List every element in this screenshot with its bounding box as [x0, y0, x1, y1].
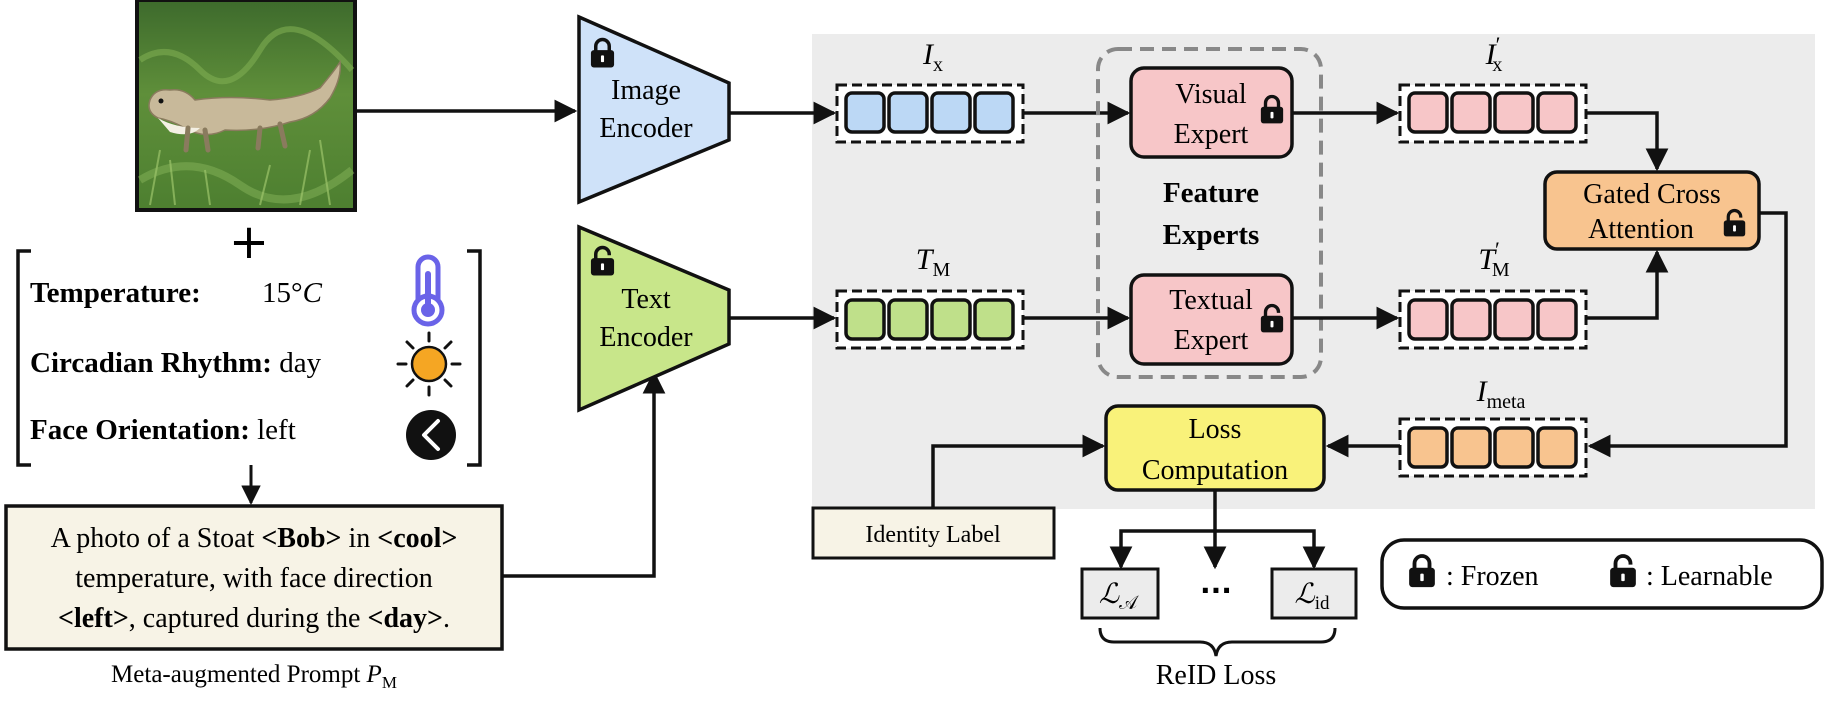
tm-prime-label: T′M: [1478, 237, 1510, 281]
text-encoder: [577, 224, 731, 413]
imeta-label: Imeta: [1476, 375, 1526, 413]
identity-label-box: [811, 506, 1056, 560]
identity-label: Identity Label: [865, 522, 1001, 548]
feature-experts-label-2: Experts: [1163, 219, 1260, 251]
temperature-value: 15°C: [262, 277, 323, 309]
prompt-caption: Meta-augmented Prompt PM: [111, 661, 397, 692]
image-encoder-label-1: Image: [611, 75, 681, 106]
loss-term-a: [1080, 567, 1160, 620]
gca-label-2: Attention: [1588, 214, 1694, 245]
loss-label-2: Computation: [1142, 455, 1288, 486]
image-encoder: [577, 14, 731, 205]
ix-prime-label: I′x: [1485, 32, 1503, 76]
image-encoder-label-2: Encoder: [599, 113, 693, 144]
stoat-photo: [135, 0, 357, 212]
token-group-ix-prime: [1398, 83, 1588, 144]
textual-expert-label-1: Textual: [1169, 285, 1253, 316]
loss-term-a-label: ℒ𝒜: [1099, 579, 1139, 614]
token-group-imeta: [1398, 417, 1588, 478]
token-group-ix: [835, 83, 1025, 144]
circadian-row: Circadian Rhythm: day: [30, 347, 322, 379]
face-row: Face Orientation: left: [30, 414, 296, 446]
token-group-tm-prime: [1398, 289, 1588, 350]
text-encoder-label-2: Encoder: [599, 322, 693, 353]
gca-label-1: Gated Cross: [1583, 179, 1721, 210]
visual-expert-label-1: Visual: [1175, 79, 1247, 110]
sun-icon: [396, 331, 462, 397]
prompt-box: [4, 504, 504, 651]
thermometer-icon: [411, 254, 445, 327]
textual-expert-label-2: Expert: [1174, 325, 1249, 356]
prompt-line-3: <left>, captured during the <day>.: [58, 603, 450, 634]
token-group-tm: [835, 289, 1025, 350]
reid-brace: [1098, 627, 1337, 657]
gated-cross-attention: [1543, 170, 1761, 251]
legend-learnable: : Learnable: [1646, 561, 1773, 592]
tm-label: TM: [916, 243, 951, 281]
plus-sign: +: [229, 214, 269, 270]
lock-legend: [1380, 538, 1824, 610]
text-encoder-label-1: Text: [621, 284, 671, 315]
metadata-bracket: [16, 249, 482, 467]
loss-term-id: [1270, 567, 1358, 620]
prompt-line-1: A photo of a Stoat <Bob> in <cool>: [51, 523, 458, 554]
feature-experts-group: [1096, 47, 1323, 379]
visual-expert-label-2: Expert: [1174, 119, 1249, 150]
prompt-line-2: temperature, with face direction: [75, 563, 433, 594]
legend-frozen: : Frozen: [1446, 561, 1539, 592]
ix-label: Ix: [922, 38, 943, 76]
reid-loss-label: ReID Loss: [1156, 660, 1277, 691]
loss-ellipsis: ···: [1200, 574, 1232, 607]
feature-experts-label-1: Feature: [1163, 177, 1259, 209]
loss-term-id-label: ℒid: [1295, 579, 1330, 614]
left-arrow-icon: [406, 410, 456, 460]
loss-label-1: Loss: [1189, 414, 1242, 445]
temperature-row: Temperature:: [30, 277, 201, 309]
